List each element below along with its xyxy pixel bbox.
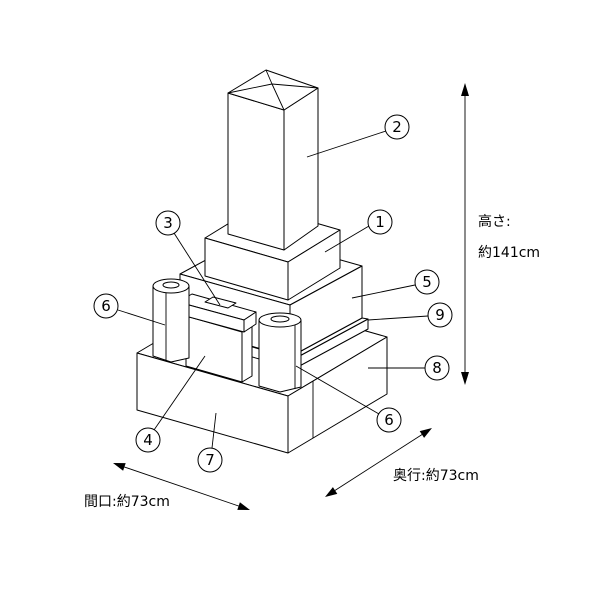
leader-9 [367, 315, 429, 321]
basin-lip-right-face [243, 311, 257, 333]
callout-circle [376, 407, 402, 433]
callout-number: 9 [435, 306, 445, 324]
pillar-right-face [283, 87, 319, 251]
callout-number: 7 [205, 451, 215, 469]
callout-3: 3 [155, 210, 181, 236]
width-arrow-head-left [113, 463, 126, 471]
callout-number: 6 [384, 411, 394, 429]
callout-circle [93, 293, 119, 319]
leader-4 [153, 355, 206, 431]
callout-number: 3 [163, 214, 173, 232]
pillar-front-face [227, 92, 285, 251]
callout-circle [197, 447, 223, 473]
upper-tier-right-face [287, 229, 341, 301]
right-vase-hole [270, 315, 290, 323]
leader-3 [173, 232, 221, 306]
callout-number: 2 [392, 118, 402, 136]
depth-label: 奥行:約73cm [393, 467, 479, 484]
callout-4: 4 [135, 427, 161, 453]
leader-7 [211, 412, 217, 449]
height-dimension-arrow [461, 83, 469, 385]
callout-1: 1 [367, 209, 393, 235]
depth-dimension-arrow [325, 428, 432, 497]
callout-6-right: 6 [376, 407, 402, 433]
basin-body-right-face [241, 325, 253, 383]
height-arrow-head-bottom [461, 372, 469, 385]
callout-number: 1 [375, 213, 385, 231]
leader-5 [351, 284, 416, 299]
pillar-cap-ridge-left [227, 83, 273, 94]
callout-number: 8 [432, 359, 442, 377]
height-label: 高さ: [478, 213, 511, 230]
basin-lip [177, 293, 257, 333]
leader-2 [306, 130, 387, 158]
callout-circle [427, 302, 453, 328]
callout-2: 2 [384, 114, 410, 140]
callout-6-left: 6 [93, 293, 119, 319]
width-arrow-line [119, 465, 244, 508]
basin-water-recess [204, 296, 237, 309]
callout-7: 7 [197, 447, 223, 473]
callout-9: 9 [427, 302, 453, 328]
callout-5: 5 [414, 269, 440, 295]
callout-circle [135, 427, 161, 453]
callout-circle [155, 210, 181, 236]
depth-arrow-head-left [325, 487, 338, 497]
leader-1 [324, 225, 370, 253]
depth-arrow-head-right [419, 428, 432, 438]
right-flower-vase [258, 312, 302, 393]
callout-circle [384, 114, 410, 140]
leader-6-left [117, 309, 166, 326]
callout-circle [367, 209, 393, 235]
width-arrow-head-right [237, 502, 250, 510]
pillar-cap-ridge-back [265, 69, 273, 85]
pillar-cap-ridge-front [271, 83, 285, 111]
height-value: 約141cm [478, 245, 540, 261]
pillar-stone [227, 69, 319, 251]
depth-arrow-line [330, 431, 427, 494]
callout-number: 6 [101, 297, 111, 315]
callout-number: 5 [422, 273, 432, 291]
callout-circle [414, 269, 440, 295]
left-vase-body [152, 285, 190, 363]
left-flower-vase [152, 278, 190, 363]
callout-number: 4 [143, 431, 153, 449]
height-arrow-head-top [461, 83, 469, 96]
left-vase-hole [162, 281, 180, 289]
callout-8: 8 [424, 355, 450, 381]
width-label: 間口:約73cm [84, 494, 170, 510]
callout-leaders [117, 130, 429, 449]
width-dimension-arrow [113, 463, 250, 510]
leader-6-right [295, 365, 380, 415]
pillar-cap-ridge-right [271, 83, 319, 89]
callout-circle [424, 355, 450, 381]
